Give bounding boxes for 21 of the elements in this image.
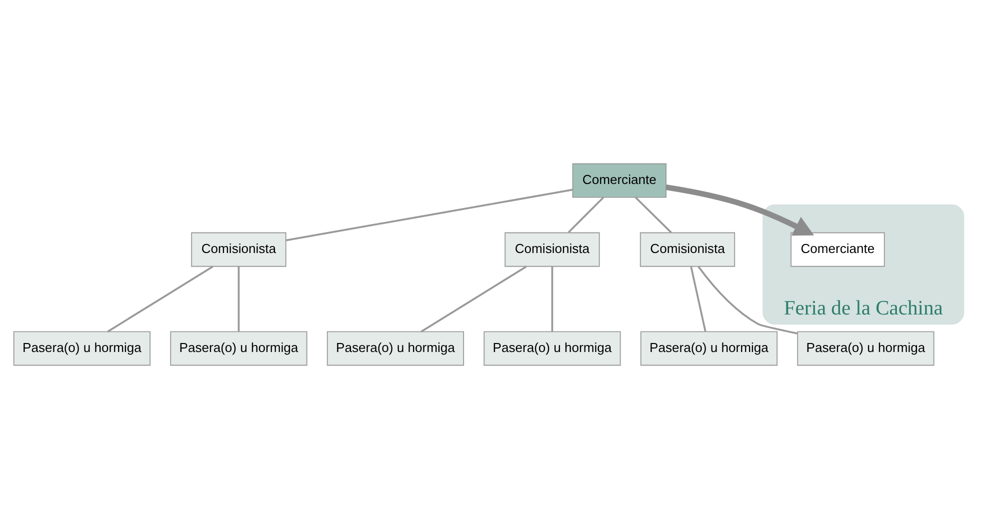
connector xyxy=(568,196,604,234)
node-box: Pasera(o) u hormiga xyxy=(170,331,308,366)
arrow xyxy=(666,184,814,236)
node-box: Comisionista xyxy=(640,232,736,267)
connector xyxy=(420,266,527,332)
node-box: Pasera(o) u hormiga xyxy=(640,331,778,366)
node-box: Pasera(o) u hormiga xyxy=(797,331,934,366)
node-box: Comisionista xyxy=(504,232,600,267)
node-box: Comerciante xyxy=(790,232,885,267)
connector xyxy=(698,266,798,334)
node-box: Pasera(o) u hormiga xyxy=(13,331,151,366)
connector xyxy=(551,266,554,332)
node-box: Comerciante xyxy=(572,163,667,198)
node-box: Pasera(o) u hormiga xyxy=(484,331,621,366)
connector xyxy=(238,266,240,332)
node-box: Comisionista xyxy=(191,232,286,267)
connector xyxy=(690,266,706,332)
node-box: Pasera(o) u hormiga xyxy=(326,331,464,366)
connector xyxy=(634,196,672,234)
connector xyxy=(107,266,214,332)
connector xyxy=(286,188,573,242)
